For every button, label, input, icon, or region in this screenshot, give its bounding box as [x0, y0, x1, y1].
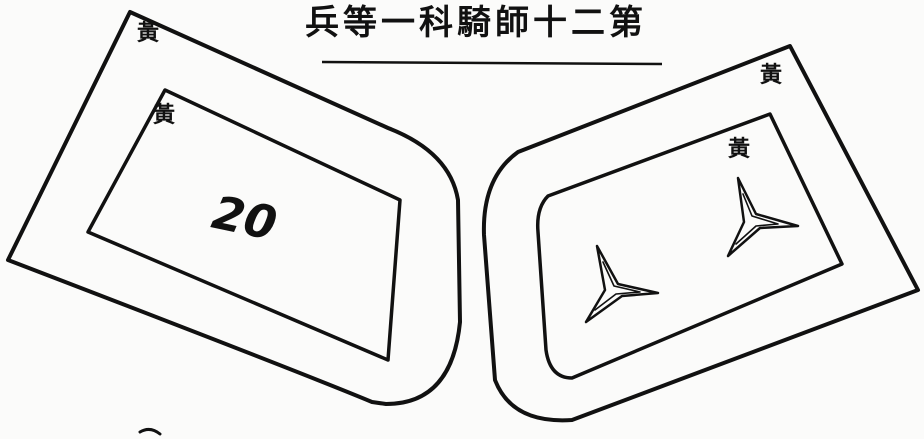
right-inner-color-label: 黃	[728, 136, 750, 162]
right-collar-tab: 黃 黃	[481, 44, 920, 423]
three-point-star-icon	[584, 244, 660, 324]
left-outer-color-label: 黃	[137, 20, 159, 46]
right-tab-outer-border	[481, 44, 920, 423]
right-tab-inner-border	[535, 112, 844, 380]
three-point-star-icon	[726, 176, 800, 258]
right-outer-color-label: 黃	[760, 62, 782, 88]
unit-number: 20	[208, 185, 282, 251]
left-tab-outer-border	[6, 10, 462, 406]
left-tab-inner-border	[86, 88, 402, 362]
left-collar-tab: 黃 黃 20	[6, 10, 462, 406]
title-underline	[321, 60, 663, 66]
ink-smudge	[138, 427, 162, 436]
diagram-title: 兵等一科騎師十二第	[305, 3, 647, 43]
left-inner-color-label: 黃	[153, 102, 175, 128]
